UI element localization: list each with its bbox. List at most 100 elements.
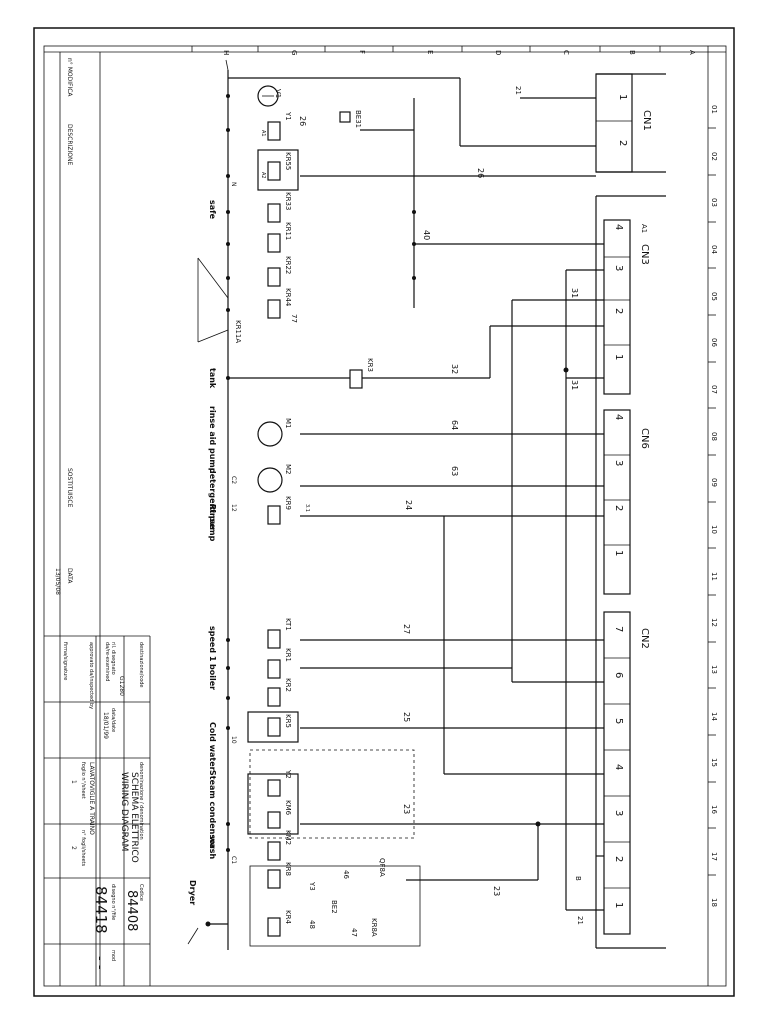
kr22-coil [267, 267, 281, 287]
km2-coil [267, 841, 281, 861]
codice-value: 84408 [124, 890, 139, 931]
cn2-pin-7: 7 [613, 626, 624, 632]
foglio-value: 1 [70, 780, 77, 784]
wire-31-bottom: 31 [570, 380, 579, 390]
wire-21-bottom: 21 [576, 916, 584, 925]
ruler-row-02: 02 [710, 152, 718, 161]
sostituisce-header: SOSTITUISCE [66, 468, 73, 508]
cn3-pin-4: 4 [613, 224, 624, 230]
ruler-row-08: 08 [710, 432, 718, 441]
inner-border [43, 45, 727, 987]
wire-24: 24 [404, 500, 413, 510]
label-kr22: KR22 [284, 256, 292, 274]
wire-63: 63 [450, 466, 459, 476]
destinazione-label: destinazione/code [138, 642, 144, 688]
cn6-pin-2: 2 [613, 505, 624, 511]
fogli-value: 2 [70, 846, 77, 850]
label-kr44: KR44 [284, 288, 292, 307]
wire-77: 77 [290, 314, 298, 323]
node-a1: A1 [260, 130, 266, 137]
wire-32: 32 [450, 364, 459, 374]
cn2-label: CN2 [639, 628, 650, 649]
wire-21-top: 21 [514, 86, 522, 95]
ruler-row-11: 11 [710, 572, 718, 581]
wire-47: 47 [350, 928, 358, 937]
cn2-pin-6: 6 [613, 672, 624, 678]
cn3-pin-2: 2 [613, 308, 624, 314]
cn1-pin-1: 1 [617, 94, 628, 100]
label-kr33: KR33 [284, 192, 292, 210]
label-m1: M1 [284, 418, 292, 429]
label-y2: Y2 [284, 769, 292, 779]
data-header: DATA [66, 568, 73, 584]
cn6-pin-4: 4 [613, 414, 624, 420]
coil-components [187, 85, 421, 947]
wire-23-bottom: 23 [492, 886, 501, 896]
destinazione-value: G1280 [118, 676, 125, 696]
wire-64: 64 [450, 420, 459, 430]
label-kr8: KR8 [284, 862, 292, 876]
kr11-coil [267, 233, 281, 253]
ruler-row-10: 10 [710, 525, 718, 534]
node-n: N [230, 182, 237, 187]
node-labels: A1 A2 N B 10 12 C1 C2 3.1 [230, 130, 582, 881]
node-a2: A2 [260, 172, 266, 179]
disegno-label: disegno n°/file [110, 884, 116, 920]
node-c2: C2 [230, 476, 237, 484]
label-y3: Y3 [308, 881, 316, 891]
cn6-label: CN6 [639, 428, 650, 449]
ruler-row-13: 13 [710, 665, 718, 674]
label-kr3: KR3 [366, 358, 374, 372]
ruler-col-c: C [562, 50, 570, 55]
label-qf8a: QF8A [378, 858, 386, 877]
node-3-1: 3.1 [304, 504, 310, 512]
ruler-col-f: F [358, 50, 366, 54]
ruler-col-b: B [628, 50, 636, 55]
ruler-row-16: 16 [710, 805, 718, 814]
m1-pump [257, 421, 283, 447]
km6-coil [267, 811, 281, 829]
ruler-row-07: 07 [710, 385, 718, 394]
node-c1: C1 [230, 856, 237, 864]
ruler-row-12: 12 [710, 618, 718, 627]
outer-border [33, 27, 735, 997]
cn6-pin-3: 3 [613, 460, 624, 466]
fn-dryer: Dryer [188, 880, 197, 905]
fn-cold-water: Cold water [208, 722, 217, 771]
ruler-row-06: 06 [710, 338, 718, 347]
node-b: B [574, 876, 582, 881]
label-kt1: KT1 [284, 618, 292, 631]
rev-label: mod [110, 950, 116, 961]
y2-coil [267, 779, 281, 797]
cn3-pin-1: 1 [613, 354, 624, 360]
kr5-coil [267, 717, 281, 737]
ruler-row-09: 09 [710, 478, 718, 487]
kr44-coil [267, 299, 281, 319]
label-kr9: KR9 [284, 496, 292, 510]
cn6-pin-1: 1 [613, 550, 624, 556]
fn-tank: tank [208, 368, 217, 389]
data-drawn-value: 18/01/99 [102, 712, 109, 739]
kr8-coil [267, 869, 281, 889]
ruler-col-a: A [688, 50, 696, 55]
ruler-row-03: 03 [710, 198, 718, 207]
fn-detergent-pump: detergent pump [208, 468, 217, 542]
label-kr11: KR11 [284, 222, 292, 240]
node-10: 10 [230, 736, 237, 744]
connector-cn1: 1 2 CN1 [595, 73, 666, 173]
y1-coil [267, 121, 281, 141]
label-kr55: KR55 [284, 152, 292, 170]
connector-cn3: 4 3 2 1 CN3 A1 [595, 195, 666, 948]
kr4-coil [267, 917, 281, 937]
cn2-pin-4: 4 [613, 764, 624, 770]
connector-cn6: 4 3 2 1 CN6 [603, 409, 650, 595]
wire-26-top: 26 [298, 116, 307, 126]
ruler-row-04: 04 [710, 245, 718, 254]
subtitle: LAVATOVIGLIE A TRAINO [88, 762, 95, 835]
wire-40: 40 [422, 230, 431, 240]
firma-label: firma/signature [62, 642, 68, 680]
label-km2: KM2 [284, 830, 292, 845]
cn3-pin-3: 3 [613, 265, 624, 271]
